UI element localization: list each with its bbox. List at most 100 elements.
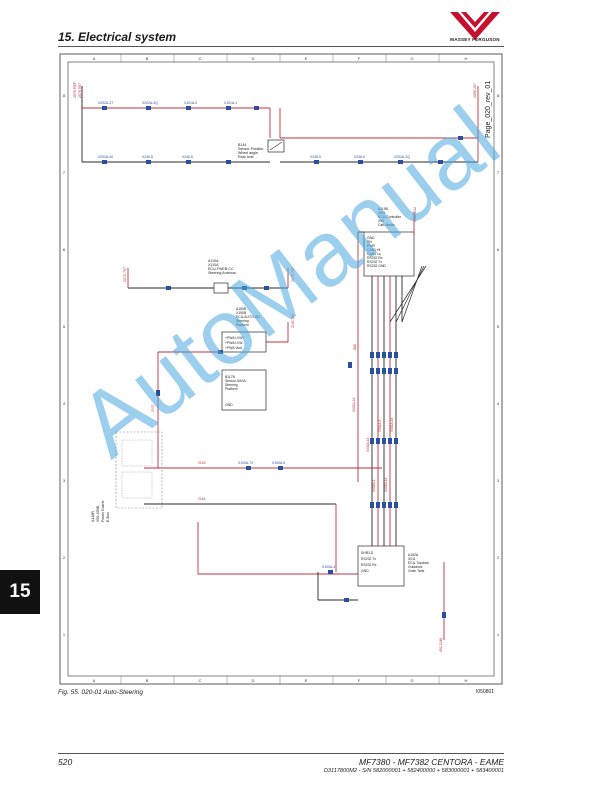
row-number: 5 xyxy=(497,324,500,329)
row-number: 5 xyxy=(63,324,66,329)
wire-label: 2070 767 xyxy=(123,267,127,282)
figure-code: I050801 xyxy=(476,689,495,695)
pin-label: RS232 Rx xyxy=(361,563,377,567)
wire-label: 2165 282 xyxy=(291,314,295,328)
pin-label: SN xyxy=(367,240,372,244)
wire-label: X001A-4A xyxy=(390,417,394,432)
wire-label: X001A-2A xyxy=(352,397,356,412)
wire-label: X001B-1A xyxy=(366,437,370,452)
col-letter: A xyxy=(93,56,96,61)
component-label: B144 xyxy=(238,143,246,147)
wire-label: X001B-4A xyxy=(384,477,388,492)
wire-label: 2080 212 xyxy=(413,207,417,222)
wire-label: X101A-2 xyxy=(184,101,197,105)
connector-icon xyxy=(146,160,151,164)
wire-label: X001B-2 xyxy=(372,479,376,492)
wire-label: 2090 207 xyxy=(473,83,477,98)
col-letter: G xyxy=(410,678,413,683)
a110a-symbol xyxy=(213,282,229,294)
top-wire-loop xyxy=(81,86,479,163)
connector-icon xyxy=(388,438,392,444)
component-label: ECU-Topdock xyxy=(408,561,429,565)
connector-icon xyxy=(264,286,269,290)
wire-label: 2164 xyxy=(198,497,206,501)
component-label: Power Distrib xyxy=(101,501,105,522)
connector-icon xyxy=(344,598,349,602)
connector-icon xyxy=(376,368,380,374)
connector-icon xyxy=(254,106,259,110)
component-label: X50-X50B xyxy=(96,505,100,522)
page-reference: Page_020_rev_01 xyxy=(485,81,492,138)
pin-label: CAN1 Lo xyxy=(367,252,381,256)
wire-label: X100A-3 xyxy=(322,565,335,569)
component-label: Platform xyxy=(225,387,238,391)
wire-label: X246-9 xyxy=(310,155,321,159)
pin-label: GND xyxy=(367,236,375,240)
section-title: 15. Electrical system xyxy=(58,30,177,44)
wire-label: X001A-3 xyxy=(378,419,382,432)
component-label: A148R xyxy=(91,511,95,522)
top-connectors xyxy=(102,106,463,164)
row-number: 1 xyxy=(63,632,66,637)
pin-label: RS232 GND xyxy=(367,264,386,268)
chapter-tab[interactable]: 15 xyxy=(0,570,40,614)
pin-label: GND xyxy=(361,569,369,573)
connector-icon xyxy=(102,160,107,164)
connector-icon xyxy=(102,106,107,110)
component-label: B117B xyxy=(225,375,236,379)
pin-label: RS232 Tx xyxy=(367,260,382,264)
connector-icon xyxy=(328,570,333,574)
sensor-b117b-box xyxy=(221,369,267,411)
diagram-frame xyxy=(59,53,503,685)
connector-icon xyxy=(358,160,363,164)
component-label: Sensor-Position xyxy=(238,147,263,151)
bus-connectors xyxy=(348,352,398,508)
row-number: 1 xyxy=(497,632,500,637)
col-letter: E xyxy=(305,678,308,683)
connector-icon xyxy=(376,438,380,444)
component-label: X011 xyxy=(408,557,416,561)
diagram-inner-frame xyxy=(67,61,495,677)
a110a-wires xyxy=(127,268,289,289)
connector-icon xyxy=(166,286,171,290)
component-label: A110A xyxy=(208,259,219,263)
wire-label: X202A-3Q xyxy=(142,101,158,105)
component-label: A150B xyxy=(236,307,247,311)
footer-model: MF7380 - MF7382 CENTORA - EAME xyxy=(358,757,504,767)
connector-icon xyxy=(186,160,191,164)
component-label: Sensor-SASA xyxy=(225,379,247,383)
pin-label: +PWA Vout xyxy=(225,346,242,350)
row-number: 3 xyxy=(63,478,66,483)
row-number: 6 xyxy=(497,247,500,252)
col-letter: B xyxy=(146,56,149,61)
col-letter: C xyxy=(199,678,202,683)
col-letter: A xyxy=(93,678,96,683)
pin-label: GND xyxy=(225,403,233,407)
col-letter: H xyxy=(465,678,468,683)
row-number: 4 xyxy=(63,401,66,406)
wire-label: 2071 767 xyxy=(291,267,295,282)
connector-icon xyxy=(376,352,380,358)
wire-label: 2076 597 xyxy=(78,83,82,98)
wire-label: 2163 xyxy=(198,461,206,465)
connector-icon xyxy=(370,368,374,374)
pin-label: +PWA LVW+ xyxy=(225,336,244,340)
connector-icon xyxy=(382,438,386,444)
connector-icon xyxy=(394,438,398,444)
connector-icon xyxy=(186,106,191,110)
col-letter: F xyxy=(358,678,361,683)
component-label: A152A xyxy=(408,553,419,557)
component-label: ECU-Controller xyxy=(378,215,402,219)
component-label: E-Box xyxy=(106,512,110,522)
pin-label: SHIELD xyxy=(361,551,374,555)
connector-icon xyxy=(242,286,247,290)
component-label: Cab-Mains xyxy=(378,223,395,227)
pin-label: CAN1 Hi xyxy=(367,248,380,252)
row-number: 8 xyxy=(497,93,500,98)
header-rule xyxy=(58,46,504,47)
connector-icon xyxy=(382,502,386,508)
footer-rule xyxy=(58,753,504,754)
row-number: 7 xyxy=(497,170,500,175)
col-letter: H xyxy=(465,56,468,61)
wire-label: X202A-2Q xyxy=(394,155,410,159)
